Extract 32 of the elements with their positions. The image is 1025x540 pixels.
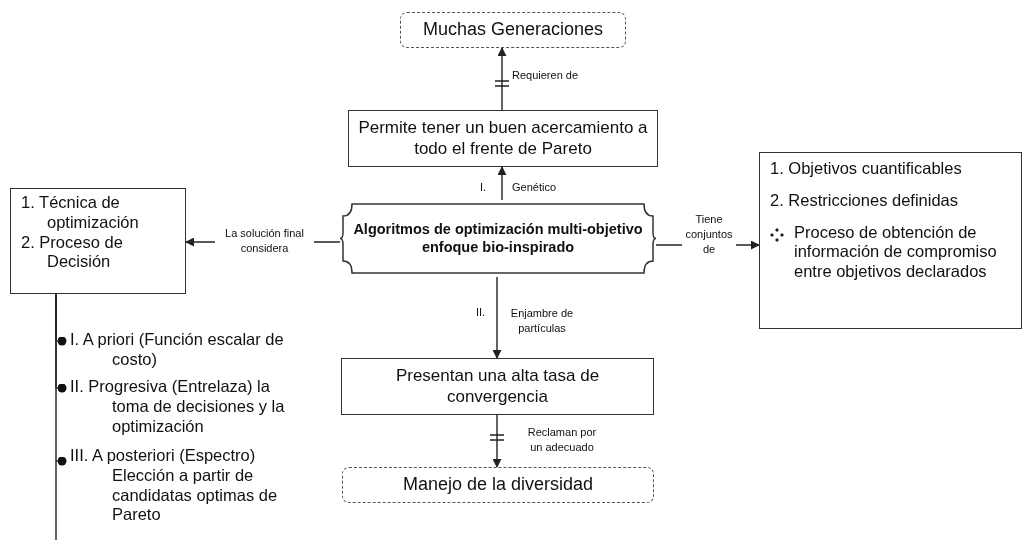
process-box <box>348 110 658 167</box>
edge-label: Reclaman por un adecuado <box>526 425 598 455</box>
arrow <box>494 47 510 111</box>
arrow <box>492 276 502 359</box>
process-box <box>341 358 654 415</box>
scroll-box <box>340 200 656 277</box>
box-text: Manejo de la diversidad <box>402 474 594 496</box>
box-text: Algoritmos de optimización multi-objetivo <box>353 221 643 239</box>
box-text: 2. Proceso de Decisión <box>21 232 124 273</box>
roman-numeral: I. <box>480 181 487 193</box>
list-item-text: III. A posteriori (Espectro) Elección a partir de candidatas optimas de Pareto <box>70 446 310 526</box>
connector-line <box>55 293 67 466</box>
box-text: Presentan una alta tasa de convergencia <box>394 366 601 407</box>
box-text: Proceso de obtención de información de compromiso entre objetivos declarados <box>770 222 1015 282</box>
box-text: enfoque bio-inspirado <box>421 238 575 256</box>
box-text: Muchas Generaciones <box>422 19 604 41</box>
edge-label: Enjambre de partículas <box>509 306 575 336</box>
dashed-box <box>342 467 654 503</box>
box-text: Permite tener un buen acercamiento a todo el frente de Pareto <box>357 118 649 159</box>
edge-label: Requieren de <box>511 68 580 83</box>
list-item-text: II. Progresiva (Entrelaza) la toma de decisiones y la optimización <box>70 377 310 437</box>
list-item-text: I. A priori (Función escalar de costo) <box>70 330 310 370</box>
process-box <box>10 188 186 294</box>
dashed-box <box>400 12 626 48</box>
arrow <box>497 166 507 201</box>
roman-numeral: II. <box>476 306 486 318</box>
arrow <box>489 414 505 468</box>
box-text: 1. Técnica de optimización <box>21 193 140 233</box>
process-box <box>759 152 1022 329</box>
box-text: 2. Restricciones definidas <box>770 190 959 211</box>
edge-label: Genético <box>511 180 558 195</box>
box-text: 1. Objetivos cuantificables <box>770 159 963 179</box>
